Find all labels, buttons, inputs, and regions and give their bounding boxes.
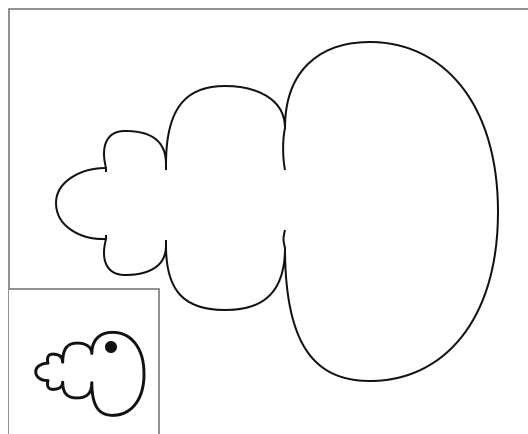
main-shape-outline [56,42,498,381]
main-shape-divider [283,128,285,248]
